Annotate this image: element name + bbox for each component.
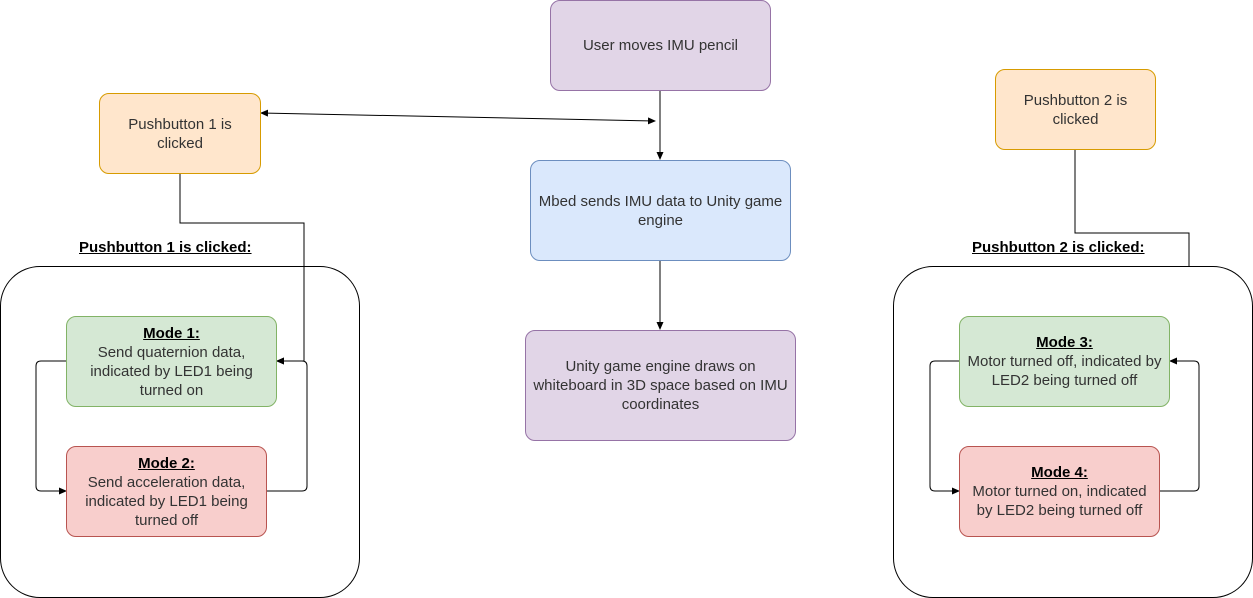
node-mode-2[interactable]: Mode 2: Send acceleration data, indicate… — [66, 446, 267, 537]
node-mbed-sends-data[interactable]: Mbed sends IMU data to Unity game engine — [530, 160, 791, 261]
node-label: User moves IMU pencil — [582, 37, 739, 54]
node-mode-4[interactable]: Mode 4: Motor turned on, indicated by LE… — [959, 446, 1160, 537]
node-label: Mbed sends IMU data to Unity game engine — [538, 192, 783, 229]
mode-description: Motor turned on, indicated by LED2 being… — [972, 483, 1147, 519]
mode-title: Mode 1: — [143, 324, 200, 342]
node-user-moves-imu-pencil[interactable]: User moves IMU pencil — [550, 0, 771, 91]
node-label: Pushbutton 1 is clicked — [128, 115, 232, 152]
mode-title: Mode 4: — [1031, 464, 1088, 481]
mode-title: Mode 3: — [1036, 334, 1093, 351]
edge-mode2-to-mode1 — [267, 357, 308, 492]
edge-mode3-to-mode4 — [929, 360, 960, 495]
edge-pushbutton1-bidirectional — [260, 109, 656, 125]
edge-mode1-to-mode2 — [35, 360, 67, 495]
node-mode-3[interactable]: Mode 3: Motor turned off, indicated by L… — [959, 316, 1170, 407]
group-title-pushbutton-1: Pushbutton 1 is clicked: — [79, 239, 252, 256]
edge-pushbutton2-to-group — [1074, 150, 1190, 267]
node-unity-draws[interactable]: Unity game engine draws on whiteboard in… — [525, 330, 796, 441]
group-title-pushbutton-2: Pushbutton 2 is clicked: — [972, 239, 1145, 256]
node-pushbutton-1[interactable]: Pushbutton 1 is clicked — [99, 93, 261, 174]
mode-description: Send quaternion data, indicated by LED1 … — [90, 343, 253, 399]
node-label: Unity game engine draws on whiteboard in… — [533, 358, 788, 413]
mode-description: Motor turned off, indicated by LED2 bein… — [967, 353, 1162, 389]
mode-title: Mode 2: — [138, 454, 195, 472]
mode-description: Send acceleration data, indicated by LED… — [85, 473, 248, 529]
node-mode-1[interactable]: Mode 1: Send quaternion data, indicated … — [66, 316, 277, 407]
node-label: Pushbutton 2 is clicked — [1023, 91, 1128, 128]
edge-mode4-to-mode3 — [1160, 357, 1200, 492]
node-pushbutton-2[interactable]: Pushbutton 2 is clicked — [995, 69, 1156, 150]
